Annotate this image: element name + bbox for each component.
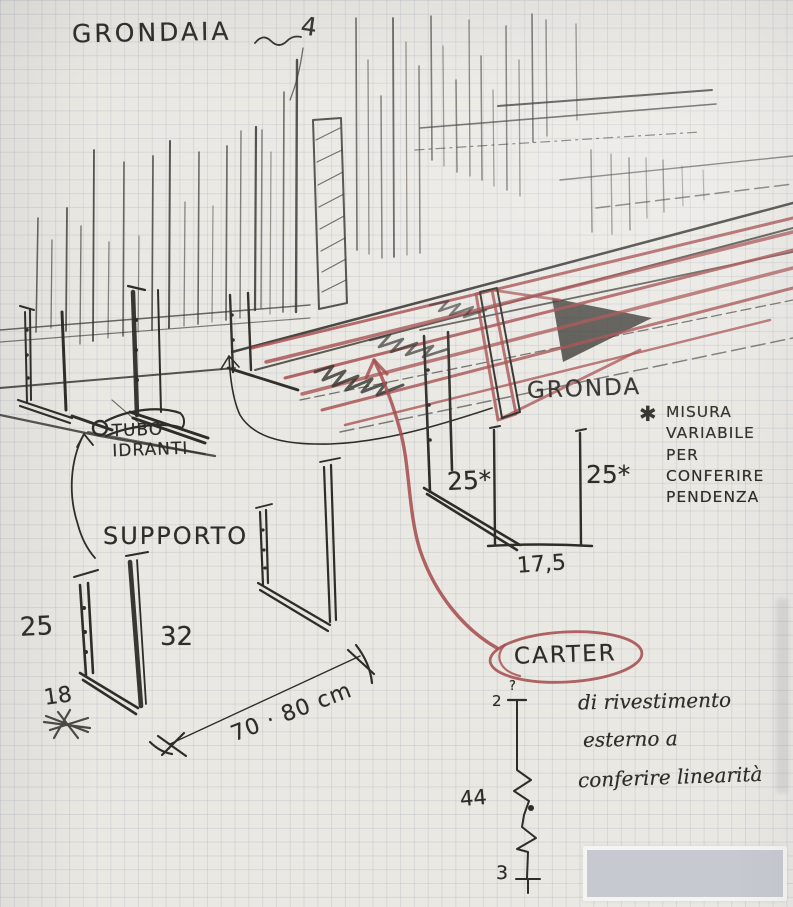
gutter-red-lines [250,216,793,427]
brackets [16,284,522,552]
span-dimension [148,643,376,758]
support-perspective [255,457,341,633]
note-line: PER [666,445,699,464]
redaction-box [583,846,787,901]
arrow-red [364,358,499,650]
support-dim-right: 32 [160,622,194,652]
hatched-post [312,117,348,310]
arrow-left [70,433,96,559]
misc-marks [42,35,304,740]
carter-ellipse [488,630,644,684]
gronda-dim-left: 25* [446,464,493,497]
eave-lines [0,89,793,458]
note-line: VARIABILE [666,424,755,443]
note-misura-variabile: MISURA VARIABILE PER CONFERIRE PENDENZA [666,403,764,509]
carter-dim-bottom: 3 [496,862,509,884]
title-carter: CARTER [513,640,618,670]
carter-dim-mid: 44 [458,784,488,812]
edge-watermark-blur [776,598,788,793]
fence-lines [35,13,705,345]
pipe-label: TUBO IDRANTI [111,419,188,462]
gronda-dim-right: 25* [586,460,631,489]
gronda-channel [486,425,594,548]
support-dim-bottom: 18 [42,682,74,711]
carter-note-line1: di rivestimento [577,687,732,715]
note-line: MISURA [666,403,732,421]
title-supporto: SUPPORTO [103,522,249,550]
arrow-black-leader [220,355,493,445]
carter-profile [506,698,541,894]
pipe-label-line2: IDRANTI [112,438,189,462]
gronda-dim-width: 17,5 [516,550,567,579]
note-line: CONFERIRE [666,466,765,485]
pipe-label-line1: TUBO [111,419,164,442]
carter-note-line2: esterno a [582,726,678,752]
carter-dim-top: 2 [492,692,502,710]
support-dim-left: 25 [19,611,54,643]
note-line: PENDENZA [666,488,760,507]
note-star-icon: ✱ [639,402,657,426]
carter-question-mark: ? [509,679,516,694]
title-grondaia: GRONDAIA [71,16,232,49]
title-gronda: GRONDA [526,374,642,404]
pipe-shoe [87,399,206,455]
support-front [73,551,149,716]
